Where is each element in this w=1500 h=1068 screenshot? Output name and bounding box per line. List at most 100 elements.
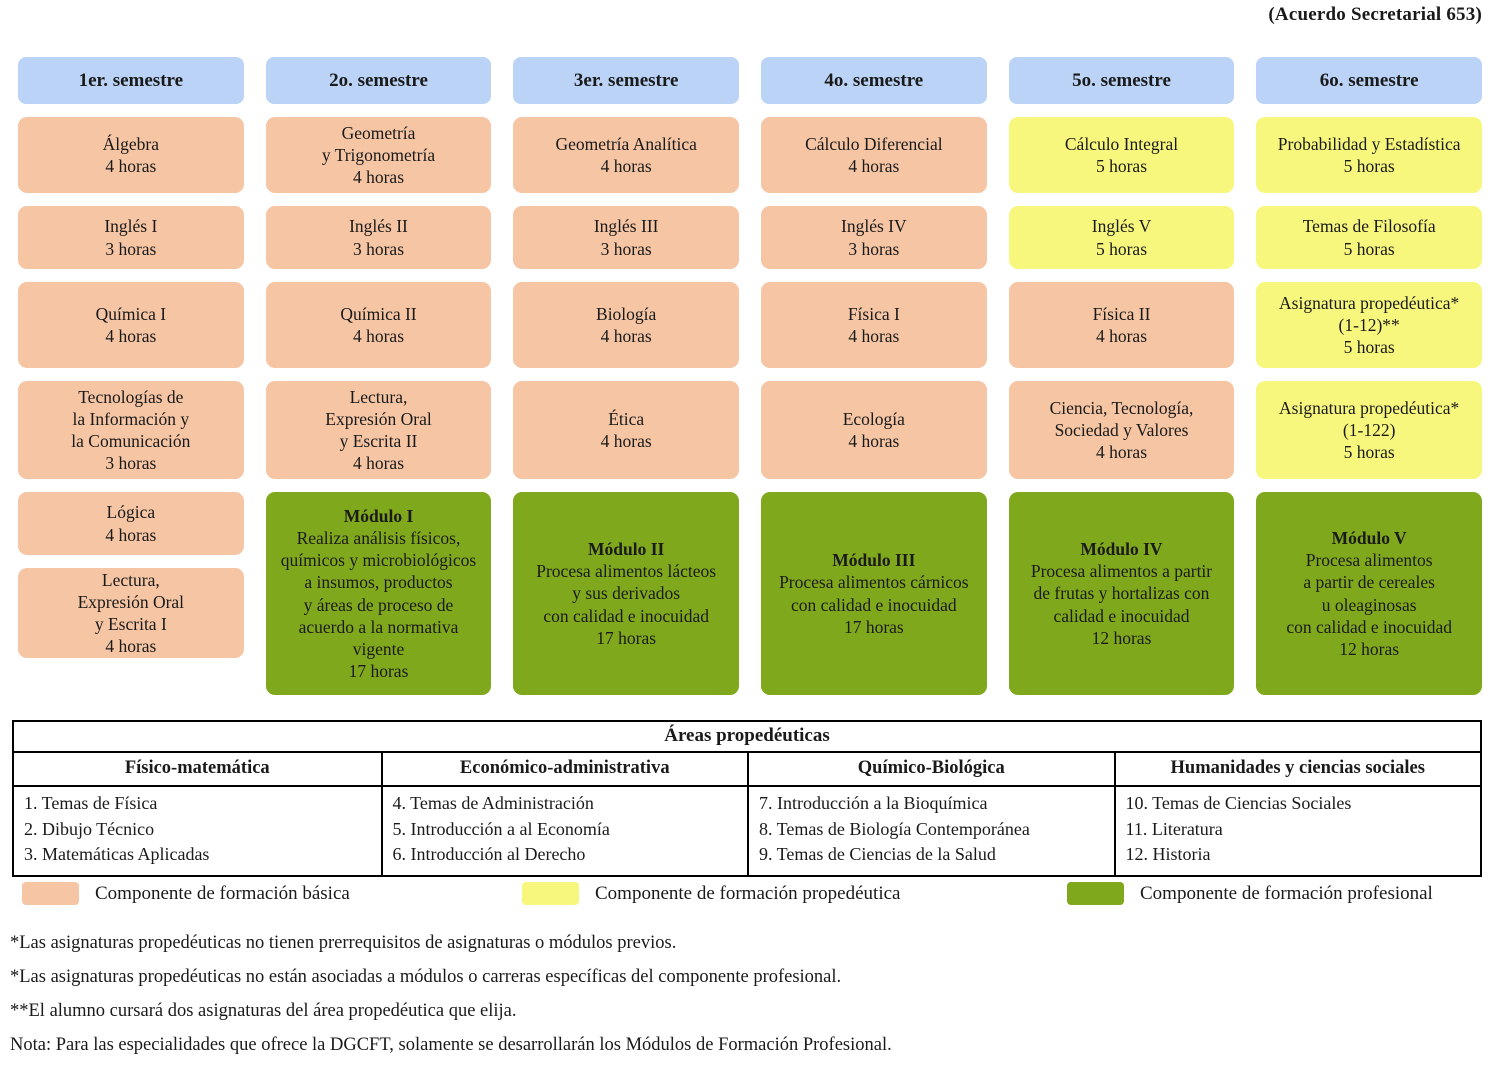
course-line: Sociedad y Valores (1054, 419, 1189, 440)
area-item[interactable]: 2. Dibujo Técnico (24, 818, 155, 839)
course-line: Procesa alimentos cárnicos (779, 572, 969, 593)
course-line: 4 horas (352, 326, 404, 346)
legend-label: Componente de formación profesional (1140, 882, 1433, 904)
course-line: 4 horas (105, 156, 157, 176)
course-line: la Información y (72, 408, 190, 429)
course-line: Lectura, (349, 386, 408, 407)
component-legend: Componente de formación básica Componente… (22, 882, 1482, 905)
course-card[interactable]: Asignatura propedéutica*(1-122)5 horas (1256, 381, 1482, 479)
course-line: Cálculo Diferencial (805, 133, 943, 154)
course-card[interactable]: Asignatura propedéutica*(1-12)**5 horas (1256, 282, 1482, 368)
semester-header[interactable]: 2o. semestre (265, 57, 492, 104)
course-line: Lectura, (101, 569, 160, 590)
area-item[interactable]: 12. Historia (1125, 844, 1211, 865)
course-line: (1-122) (1342, 419, 1396, 440)
course-line: la Comunicación (71, 431, 191, 451)
course-line: 3 horas (600, 238, 652, 259)
semester-header[interactable]: 3er. semestre (513, 57, 739, 104)
course-line: 5 horas (1343, 238, 1395, 259)
course-line: y Trigonometría (321, 144, 436, 165)
course-line: Ciencia, Tecnología, (1049, 397, 1194, 418)
course-line: acuerdo a la normativa (298, 616, 459, 637)
area-item[interactable]: 9. Temas de Ciencias de la Salud (759, 844, 996, 865)
module-title: Módulo II (587, 538, 665, 559)
semester-header[interactable]: 1er. semestre (18, 57, 244, 104)
course-line: Geometría Analítica (555, 133, 697, 154)
area-item[interactable]: 3. Matemáticas Aplicadas (24, 844, 210, 865)
area-item[interactable]: 1. Temas de Física (24, 793, 158, 813)
course-line: 3 horas (848, 238, 900, 259)
course-line: 4 horas (1095, 442, 1147, 463)
course-line: 12 horas (1091, 627, 1152, 648)
course-line: Temas de Filosofía (1302, 216, 1436, 237)
course-line: 3 horas (352, 238, 404, 259)
area-item[interactable]: 10. Temas de Ciencias Sociales (1125, 793, 1352, 813)
course-line: 4 horas (600, 431, 652, 451)
course-line: 4 horas (105, 326, 157, 346)
agreement-reference: (Acuerdo Secretarial 653) (1268, 4, 1482, 25)
course-line: 4 horas (600, 326, 652, 346)
area-item[interactable]: 4. Temas de Administración (392, 793, 594, 813)
course-line: 4 horas (105, 524, 157, 545)
course-line: vigente (352, 638, 405, 659)
area-column-items: 4. Temas de Administración 5. Introducció… (380, 787, 748, 875)
area-item[interactable]: 11. Literatura (1125, 818, 1223, 839)
area-item[interactable]: 8. Temas de Biología Contemporánea (759, 818, 1030, 839)
area-item[interactable]: 7. Introducción a la Bioquímica (759, 793, 988, 813)
footnote: Nota: Para las especialidades que ofrece… (10, 1034, 892, 1055)
course-line: Expresión Oral (325, 408, 432, 429)
course-line: 4 horas (1095, 326, 1147, 346)
area-item[interactable]: 5. Introducción a al Economía (392, 818, 610, 839)
area-column-header: Económico-administrativa (380, 753, 748, 785)
semester-header[interactable]: 5o. semestre (1008, 57, 1235, 104)
course-line: Procesa alimentos (1305, 550, 1433, 571)
area-item[interactable]: 6. Introducción al Derecho (392, 844, 586, 865)
semester-header[interactable]: 4o. semestre (761, 57, 987, 104)
semester-header[interactable]: 6o. semestre (1256, 57, 1482, 104)
course-line: Geometría (341, 122, 416, 143)
course-line: Química I (95, 303, 167, 324)
area-column-header: Físico-matemática (124, 758, 270, 778)
legend-item: Componente de formación básica (22, 882, 522, 905)
course-line: 4 horas (105, 636, 157, 657)
legend-label: Componente de formación básica (95, 882, 350, 904)
course-line: Ética (608, 408, 645, 429)
course-line: Inglés V (1091, 216, 1152, 237)
legend-item: Componente de formación propedéutica (522, 882, 1067, 905)
course-line: 4 horas (848, 156, 900, 176)
course-line: calidad e inocuidad (1053, 605, 1190, 626)
course-line: Ecología (842, 408, 905, 429)
course-line: de frutas y hortalizas con (1033, 583, 1210, 604)
